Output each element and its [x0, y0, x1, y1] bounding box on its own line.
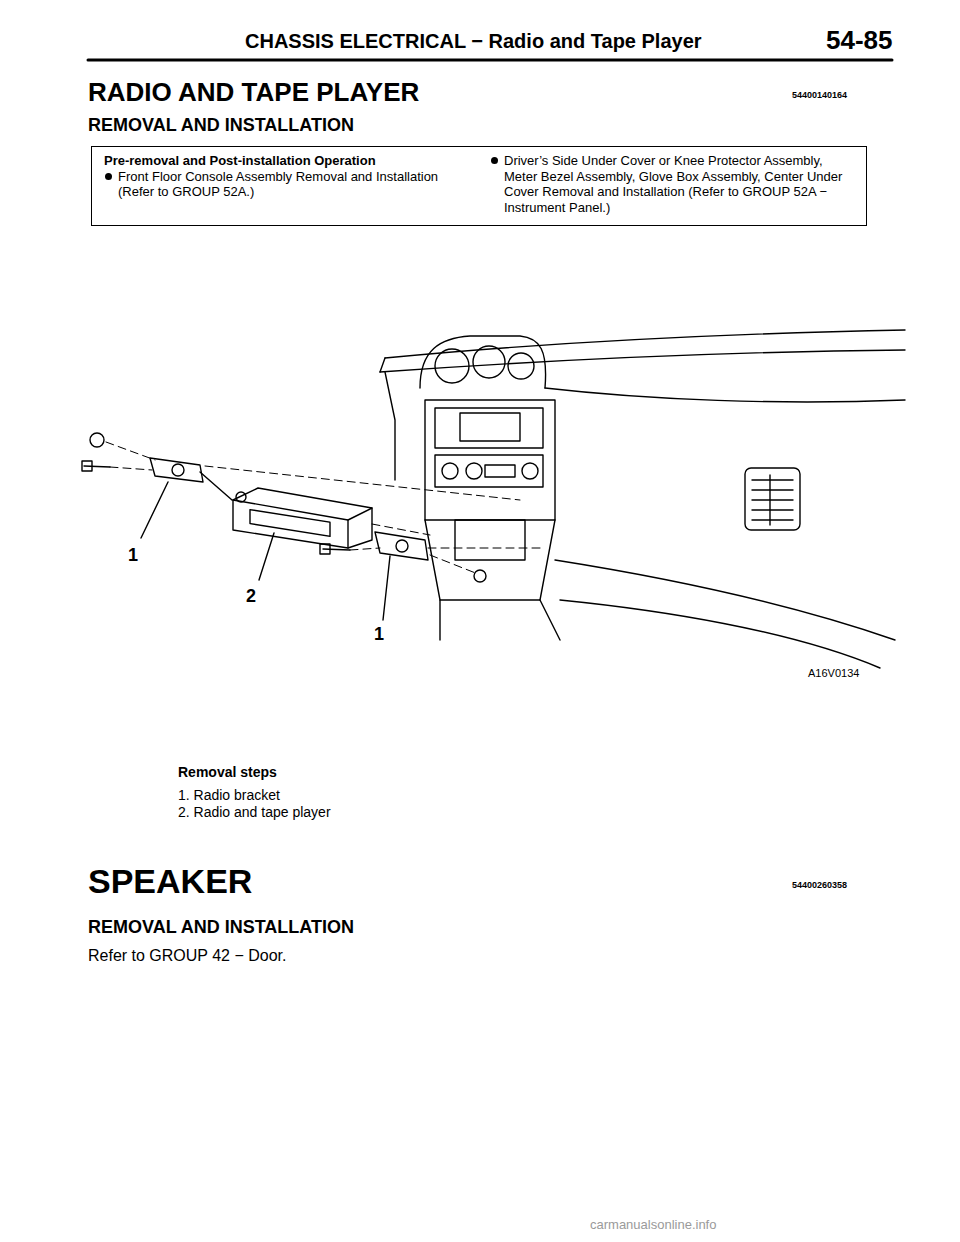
note-heading: Pre-removal and Post-installation Operat…: [104, 153, 468, 169]
steps-heading: Removal steps: [178, 764, 277, 780]
bullet-dot: [491, 157, 498, 164]
page-number: 54-85: [826, 26, 893, 56]
section-code: 54400140164: [792, 90, 847, 100]
note-box: Pre-removal and Post-installation Operat…: [91, 146, 867, 226]
note-item: Driver’s Side Under Cover or Knee Protec…: [490, 153, 854, 215]
bullet-dot: [105, 173, 112, 180]
page-header: CHASSIS ELECTRICAL − Radio and Tape Play…: [245, 30, 702, 53]
reference-note: Refer to GROUP 42 − Door.: [88, 947, 286, 965]
callout-number: 2: [246, 586, 256, 607]
watermark: carmanualsonline.info: [590, 1218, 716, 1233]
callout-number: 1: [374, 624, 384, 645]
section-title: RADIO AND TAPE PLAYER: [88, 78, 419, 108]
subsection-heading: REMOVAL AND INSTALLATION: [88, 917, 354, 938]
figure-code: A16V0134: [808, 667, 859, 680]
removal-step: 2. Radio and tape player: [178, 804, 331, 820]
callout-number: 1: [128, 545, 138, 566]
section-title: SPEAKER: [88, 862, 252, 901]
section-code: 54400260358: [792, 880, 847, 890]
subsection-heading: REMOVAL AND INSTALLATION: [88, 115, 354, 136]
note-item: Front Floor Console Assembly Removal and…: [104, 169, 468, 200]
removal-step: 1. Radio bracket: [178, 787, 280, 803]
